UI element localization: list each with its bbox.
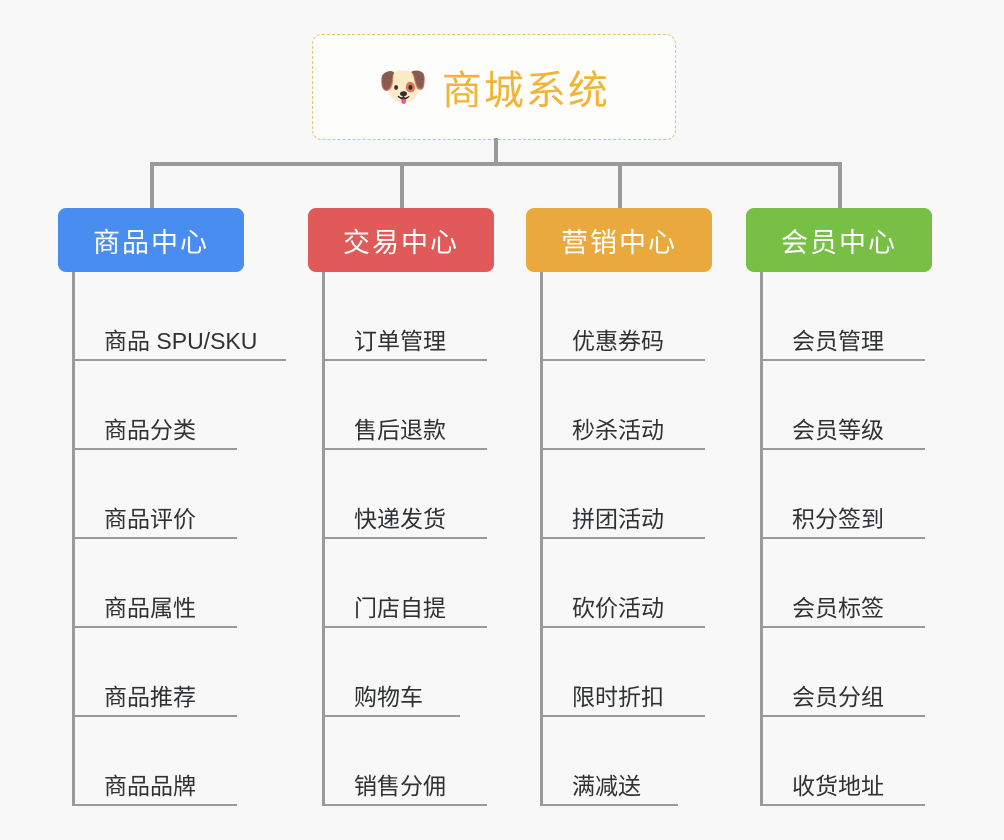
leaf-item[interactable]: 商品 SPU/SKU [72,272,286,361]
category-box-product-center[interactable]: 商品中心 [58,208,244,272]
bus-drop-line-trade-center [400,162,404,208]
leaf-item-label: 商品推荐 [104,683,196,710]
bus-drop-line-marketing-center [618,162,622,208]
leaf-item-label: 购物车 [354,683,423,710]
leaf-item-label: 限时折扣 [572,683,664,710]
leaf-item-label: 售后退款 [354,416,446,443]
leaf-item-label: 订单管理 [354,327,446,354]
leaf-item[interactable]: 商品推荐 [72,628,237,717]
category-box-trade-center[interactable]: 交易中心 [308,208,494,272]
leaf-item-label: 快递发货 [354,505,446,532]
category-box-member-center[interactable]: 会员中心 [746,208,932,272]
category-label-product-center: 商品中心 [93,227,209,258]
leaf-item[interactable]: 销售分佣 [322,717,487,806]
leaf-item-label: 商品评价 [104,505,196,532]
leaf-item[interactable]: 购物车 [322,628,460,717]
leaf-item-label: 收货地址 [792,772,884,799]
leaf-item[interactable]: 商品评价 [72,450,237,539]
leaf-item-label: 商品 SPU/SKU [104,327,258,354]
leaf-item-label: 会员管理 [792,327,884,354]
leaf-spine-member-center [760,272,763,806]
leaf-spine-trade-center [322,272,325,806]
leaf-item-label: 会员等级 [792,416,884,443]
leaf-item-label: 会员标签 [792,594,884,621]
leaf-item[interactable]: 会员管理 [760,272,925,361]
leaf-item[interactable]: 门店自提 [322,539,487,628]
leaf-item[interactable]: 快递发货 [322,450,487,539]
leaf-item[interactable]: 秒杀活动 [540,361,705,450]
leaf-item[interactable]: 商品品牌 [72,717,237,806]
leaf-item[interactable]: 积分签到 [760,450,925,539]
category-label-trade-center: 交易中心 [343,227,459,258]
root-title: 商城系统 [441,69,610,113]
leaf-item[interactable]: 商品分类 [72,361,237,450]
leaf-item[interactable]: 会员标签 [760,539,925,628]
leaf-item-label: 积分签到 [792,505,884,532]
leaf-item-label: 满减送 [572,772,641,799]
dog-face-icon: 🐶 [378,65,428,109]
category-label-marketing-center: 营销中心 [561,227,677,258]
leaf-item-label: 销售分佣 [354,772,446,799]
bus-drop-line-product-center [150,162,154,208]
leaf-item[interactable]: 优惠券码 [540,272,705,361]
leaf-item[interactable]: 售后退款 [322,361,487,450]
root-node-shop-system[interactable]: 🐶 商城系统 [312,34,676,140]
leaf-item[interactable]: 收货地址 [760,717,925,806]
root-stem-line [494,138,498,166]
leaf-spine-marketing-center [540,272,543,806]
leaf-spine-product-center [72,272,75,806]
leaf-item[interactable]: 会员分组 [760,628,925,717]
leaf-item[interactable]: 会员等级 [760,361,925,450]
category-box-marketing-center[interactable]: 营销中心 [526,208,712,272]
leaf-item[interactable]: 拼团活动 [540,450,705,539]
leaf-item[interactable]: 砍价活动 [540,539,705,628]
bus-drop-line-member-center [838,162,842,208]
leaf-item[interactable]: 订单管理 [322,272,487,361]
leaf-item-label: 商品属性 [104,594,196,621]
leaf-item-label: 商品品牌 [104,772,196,799]
leaf-item-label: 砍价活动 [572,594,664,621]
leaf-item-label: 商品分类 [104,416,196,443]
leaf-item-label: 会员分组 [792,683,884,710]
leaf-item-label: 优惠券码 [572,327,664,354]
leaf-item-label: 秒杀活动 [572,416,664,443]
leaf-item-label: 门店自提 [354,594,446,621]
leaf-item-label: 拼团活动 [572,505,664,532]
leaf-item[interactable]: 限时折扣 [540,628,705,717]
leaf-item[interactable]: 商品属性 [72,539,237,628]
horizontal-bus-line [150,162,842,166]
leaf-item[interactable]: 满减送 [540,717,678,806]
category-label-member-center: 会员中心 [781,227,897,258]
